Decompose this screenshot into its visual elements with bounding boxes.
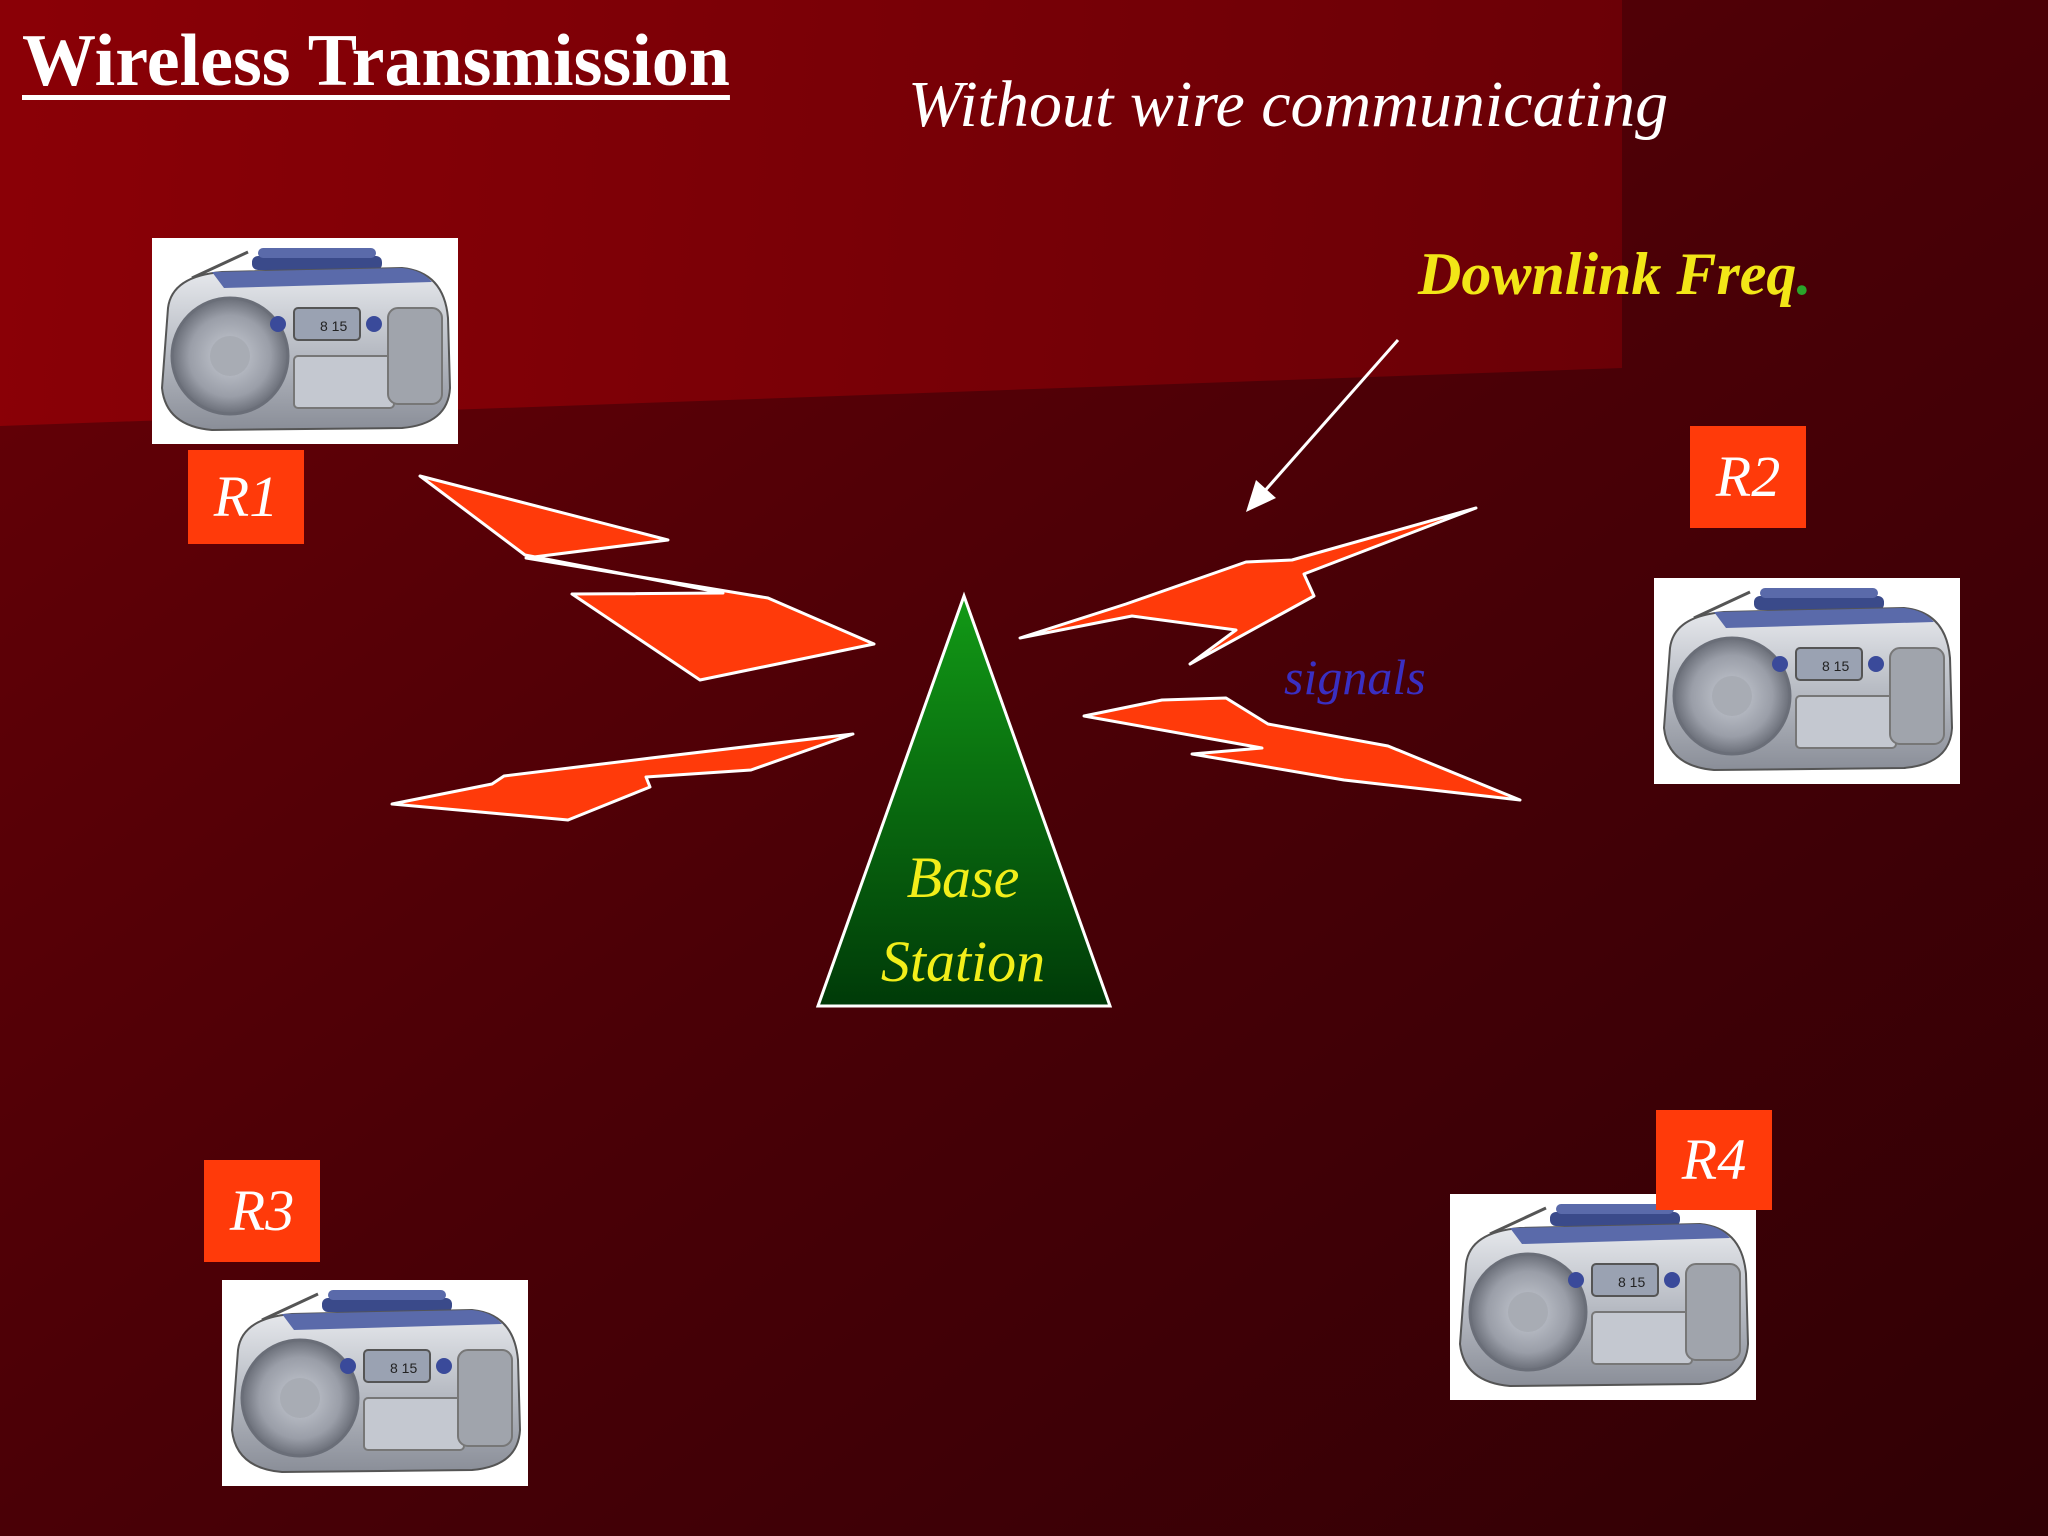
radio-r3-image [222,1280,528,1486]
downlink-freq-label: Downlink Freq. [1418,244,1811,304]
boombox-radio-icon [1450,1194,1756,1400]
downlink-arrow [1246,339,1400,512]
lightning-bolt-lower-left [390,732,855,822]
receiver-label-r3: R3 [204,1160,320,1262]
radio-r2-image [1654,578,1960,784]
lightning-bolt-upper-left [418,474,876,682]
receiver-label-r1: R1 [188,450,304,544]
base-station-triangle [815,591,1113,1008]
radio-r4-image [1450,1194,1756,1400]
receiver-label-r2: R2 [1690,426,1806,528]
lightning-bolt-lower-right [1082,696,1522,802]
radio-r1-image [152,238,458,444]
base-station-label: Base Station [828,836,1098,1004]
slide-title: Wireless Transmission [22,20,730,102]
base-station-line1: Base [906,845,1020,910]
downlink-freq-text: Downlink Freq [1418,241,1797,307]
receiver-label-r4: R4 [1656,1110,1772,1210]
downlink-freq-dot: . [1796,241,1812,307]
boombox-radio-icon [1654,578,1960,784]
base-station-line2: Station [880,929,1046,994]
lightning-bolt-upper-right [1018,506,1478,666]
boombox-radio-icon [222,1280,528,1486]
boombox-radio-icon [152,238,458,444]
slide-subtitle: Without wire communicating [908,68,1669,141]
signals-label: signals [1284,649,1426,705]
